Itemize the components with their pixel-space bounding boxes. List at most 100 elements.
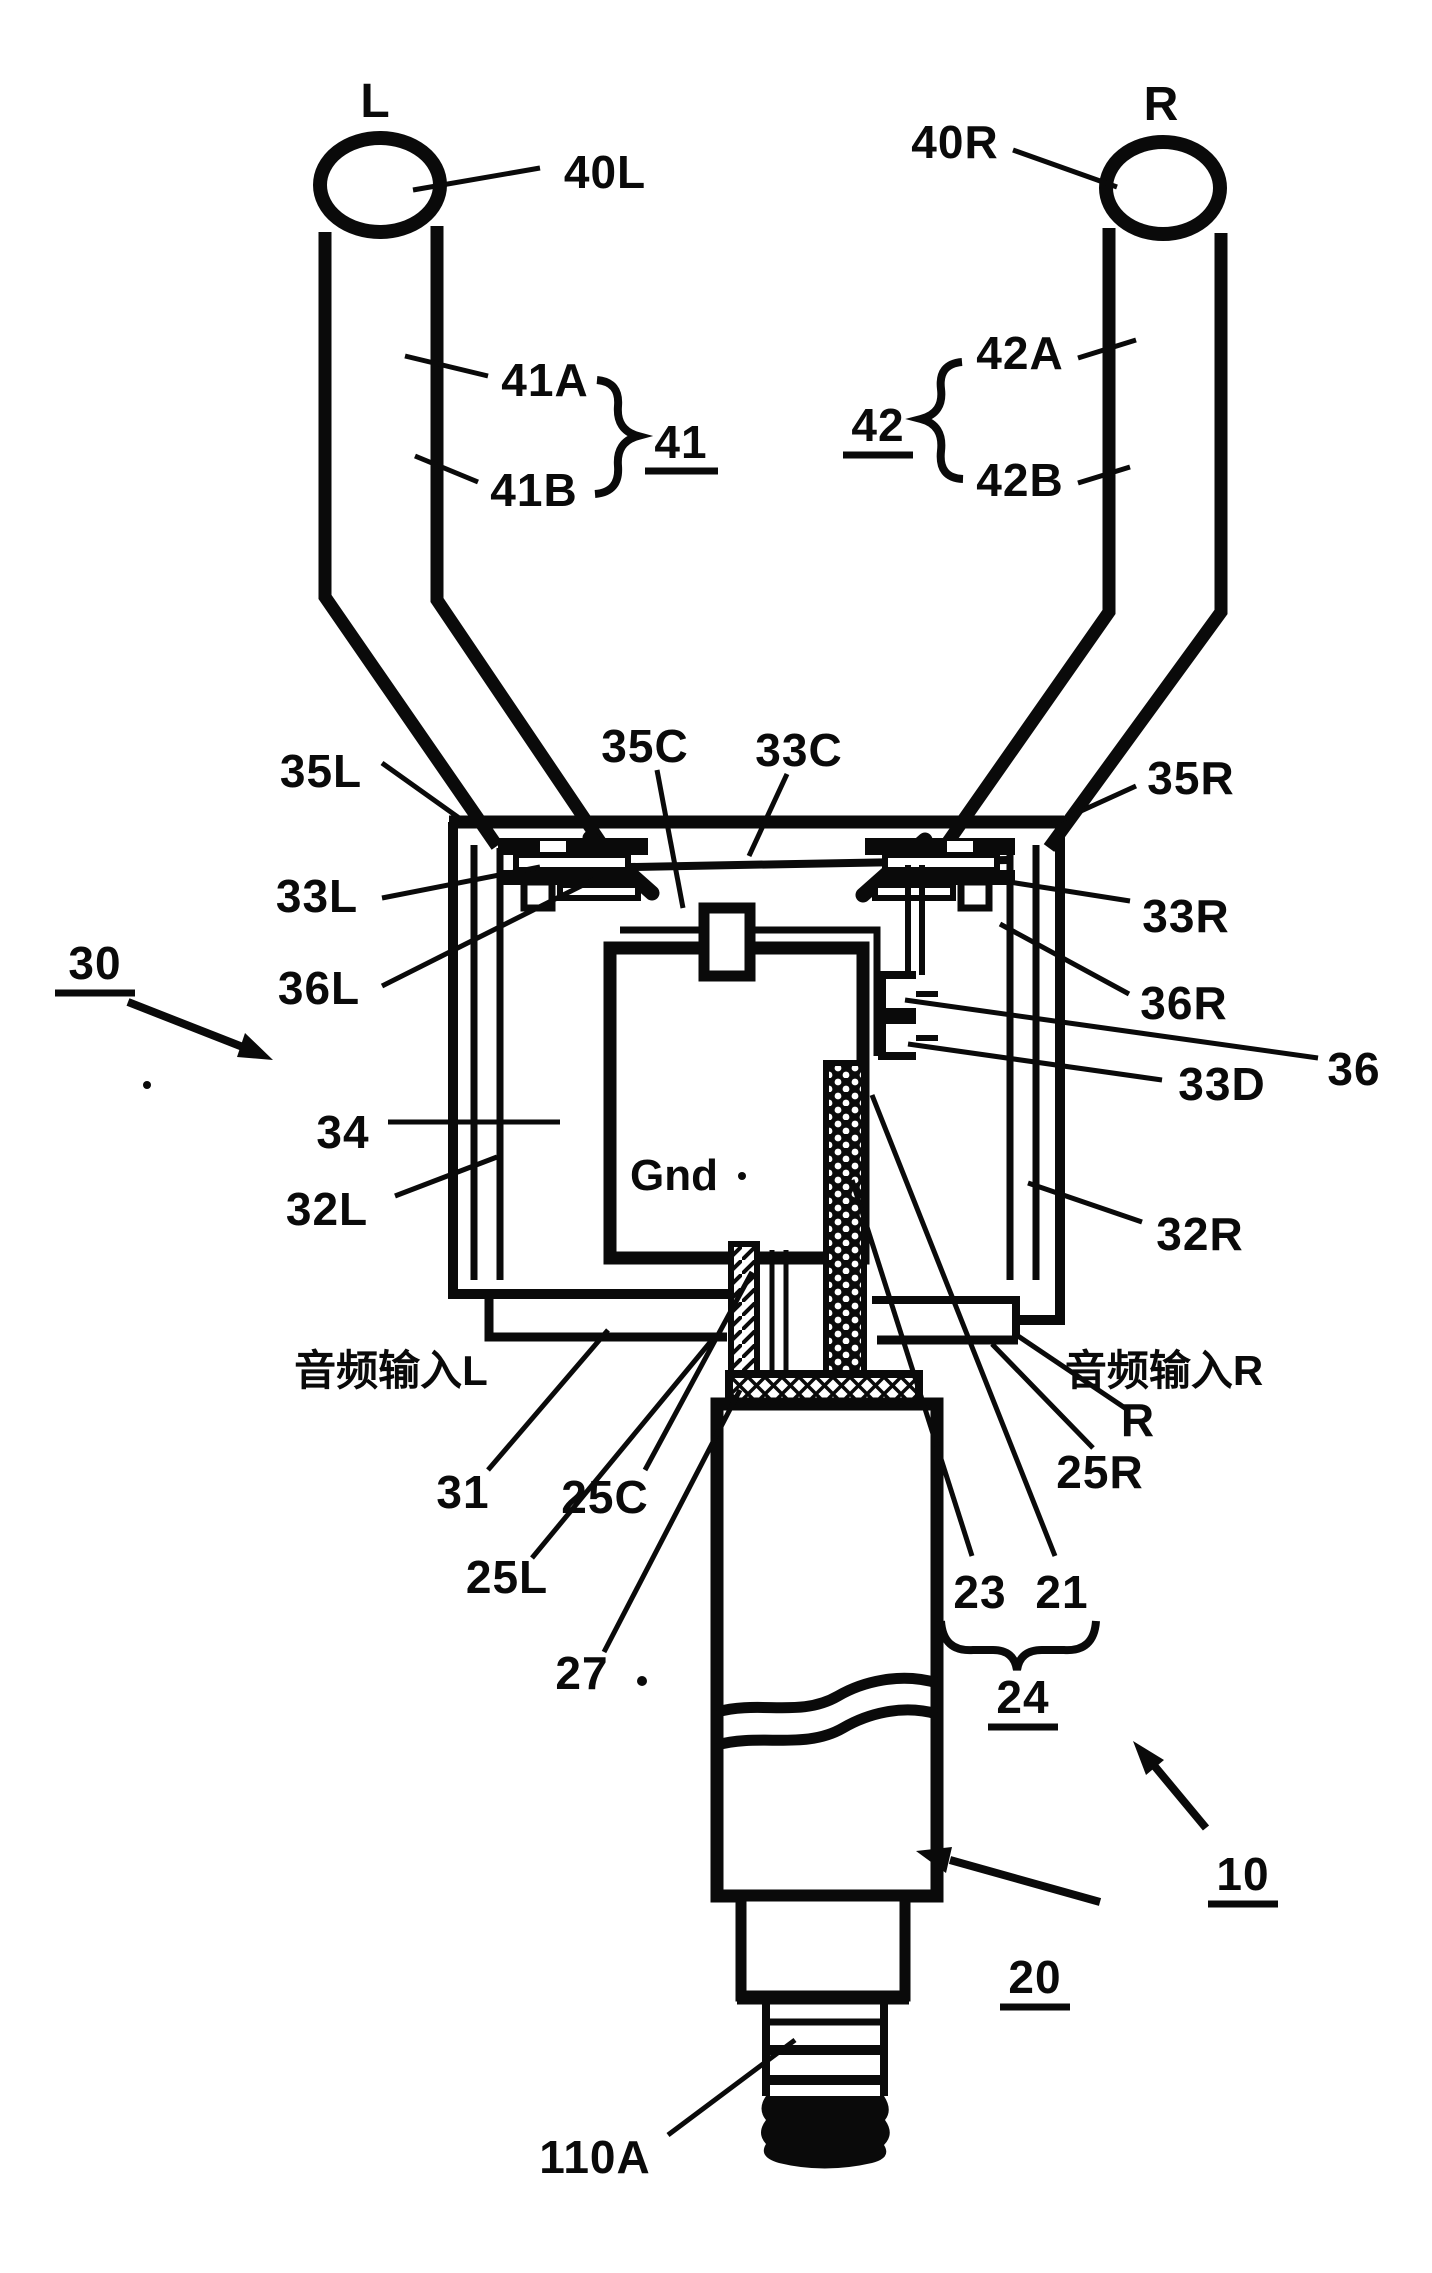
leader-25L [530, 1338, 714, 1560]
label-audio-input-R-sub: R [1121, 1394, 1155, 1446]
leader-40R [1012, 147, 1118, 190]
leader-lines [380, 147, 1319, 2138]
housing-right-edge [1018, 822, 1065, 1325]
housing-right-bottom-step [872, 1296, 1020, 1338]
label-gnd: Gnd [630, 1151, 718, 1200]
brace-24 [937, 1620, 1100, 1671]
label-42B: 42B [976, 454, 1063, 506]
arrow-20-head [916, 1847, 952, 1873]
reference-arrows [126, 998, 1210, 1906]
plug-neck [735, 1890, 911, 2002]
contact-clip-ticks [916, 991, 938, 1041]
thread-tip-110A [761, 2096, 890, 2169]
arrow-10-line [1148, 1760, 1210, 1831]
label-24: 24 [996, 1671, 1049, 1723]
leader-36L [380, 876, 597, 989]
right-cord-inner-line [935, 228, 1116, 856]
print-dot-1 [143, 1081, 151, 1089]
label-35C: 35C [601, 720, 688, 772]
label-36: 36 [1327, 1043, 1380, 1095]
clamp-35R-notch [947, 841, 973, 852]
thin-wire-27 [769, 1250, 789, 1374]
plug-barrel [710, 1397, 944, 1903]
leader-35C [654, 769, 686, 909]
label-36L: 36L [278, 962, 360, 1014]
center-wire-25C [728, 1241, 760, 1377]
label-42: 42 [851, 399, 904, 451]
label-left-channel: L [360, 75, 389, 128]
label-23: 23 [953, 1566, 1006, 1618]
reference-labels: L R 40L 40R 41A 41B 41 42 42A 42B 35C 33… [55, 75, 1380, 2183]
label-110A: 110A [539, 2131, 650, 2183]
label-25C: 25C [561, 1471, 648, 1523]
label-21: 21 [1035, 1566, 1088, 1618]
leader-42B [1077, 464, 1131, 486]
label-audio-input-L: 音频输入L [294, 1347, 488, 1394]
leader-27 [601, 1388, 743, 1654]
print-dot-3 [738, 1172, 746, 1180]
clamp-33R-slot [882, 852, 1000, 873]
leader-32R [1027, 1180, 1143, 1225]
break-wave-lower [715, 1704, 939, 1751]
label-33L: 33L [276, 870, 358, 922]
leader-33L [381, 864, 541, 901]
capacitor-35C [698, 902, 756, 982]
label-32L: 32L [286, 1183, 368, 1235]
label-35L: 35L [280, 745, 362, 797]
leader-41B [414, 453, 479, 485]
leader-31 [486, 1328, 610, 1472]
label-41B: 41B [490, 464, 577, 516]
leader-42A [1077, 337, 1137, 361]
leader-21 [869, 1094, 1058, 1557]
print-dot-2 [637, 1676, 647, 1686]
braided-conductor-21 [823, 1060, 867, 1378]
leader-33C [746, 772, 790, 858]
leader-36 [904, 997, 1319, 1061]
leader-36R [998, 921, 1131, 997]
label-27: 27 [555, 1647, 608, 1699]
leader-41A [404, 353, 489, 379]
label-41: 41 [654, 416, 707, 468]
left-cord-inner-line [430, 226, 613, 856]
label-42A: 42A [976, 327, 1063, 379]
right-contact-clamp [865, 838, 1015, 912]
leader-audio-R [1016, 1333, 1130, 1413]
label-40L: 40L [564, 146, 646, 198]
brace-41 [594, 376, 654, 498]
right-earbud-ellipse [1099, 135, 1227, 241]
clamp-35L-top-bar [498, 838, 648, 855]
left-earbud-ellipse [313, 131, 447, 239]
right-earpiece [935, 135, 1228, 856]
clamp-35L-notch [540, 841, 566, 852]
left-cord-outer-line [318, 232, 503, 850]
leader-40L [412, 165, 541, 193]
left-contact-clamp [498, 838, 648, 912]
label-33R: 33R [1142, 890, 1229, 942]
leader-33D [907, 1041, 1163, 1083]
label-10: 10 [1216, 1848, 1269, 1900]
arrow-20-line [948, 1856, 1102, 1906]
label-33C: 33C [755, 724, 842, 776]
label-41A: 41A [501, 354, 588, 406]
label-right-channel: R [1144, 78, 1179, 131]
label-25L: 25L [466, 1551, 548, 1603]
label-32R: 32R [1156, 1208, 1243, 1260]
arrow-30-head [237, 1033, 273, 1060]
housing-left-bottom-plate [484, 1296, 727, 1342]
leader-23 [849, 1179, 975, 1557]
grouping-braces [594, 358, 1100, 1671]
plug-body [710, 1397, 944, 2169]
label-audio-input-R: 音频输入R [1065, 1347, 1263, 1394]
brace-42 [905, 358, 964, 483]
break-wave-upper [715, 1672, 939, 1718]
label-36R: 36R [1140, 977, 1227, 1029]
label-20: 20 [1008, 1951, 1061, 2003]
label-40R: 40R [911, 116, 998, 168]
right-cord-outer-line [1043, 233, 1228, 852]
label-33D: 33D [1178, 1058, 1265, 1110]
label-25R: 25R [1056, 1446, 1143, 1498]
housing-left-bottom-edge [448, 822, 730, 1299]
leader-110A [666, 2037, 797, 2138]
